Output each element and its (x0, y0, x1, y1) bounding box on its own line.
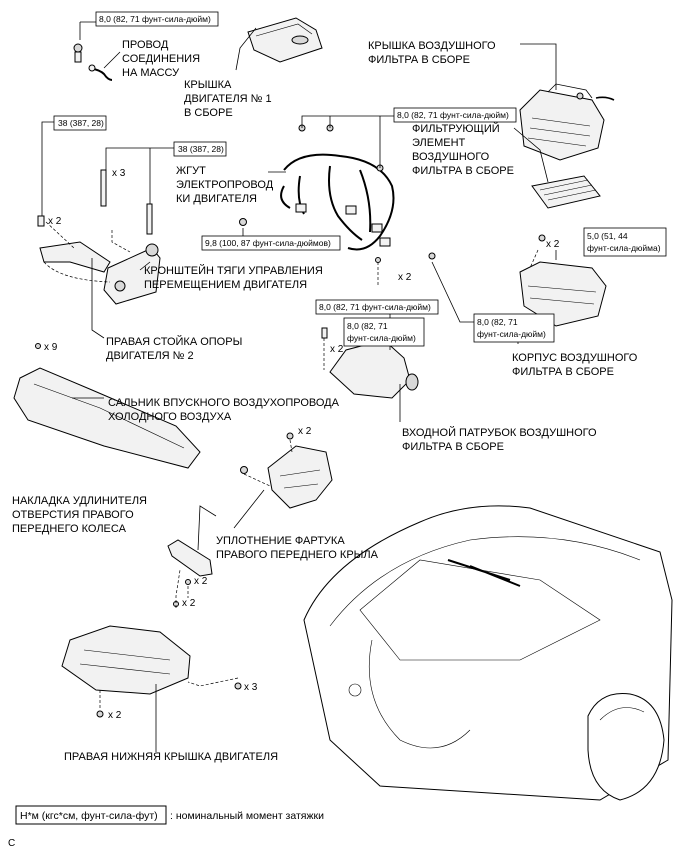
count-label: x 2 (298, 426, 312, 437)
count-label: x 2 (330, 344, 344, 355)
label-filter-element: ФИЛЬТРУЮЩИЙ ЭЛЕМЕНТ ВОЗДУШНОГО ФИЛЬТРА В… (412, 122, 514, 177)
count-label: x 2 (398, 272, 412, 283)
torque-box-harness-top: 8,0 (82, 71 фунт-сила-дюйм) (393, 107, 517, 123)
label-inlet-duct: ВХОДНОЙ ПАТРУБОК ВОЗДУШНОГО ФИЛЬТРА В СБ… (402, 426, 600, 453)
air-filter-case-drawing (519, 234, 607, 327)
count-label: x 2 (108, 710, 122, 721)
torque-rod-bracket-drawing (100, 169, 161, 305)
label-wire-harness: ЖГУТ ЭЛЕКТРОПРОВОД КИ ДВИГАТЕЛЯ (176, 165, 276, 205)
torque-box-38-left: 38 (387, 28) (53, 115, 107, 131)
torque-box-right: 8,0 (82, 71 фунт-сила-дюйм) (473, 313, 555, 343)
svg-text:8,0 (82, 71 фунт-сила-дю: 8,0 (82, 71 фунт-сила-дюйм) (347, 321, 416, 343)
svg-text:8,0 (82, 71 фунт-сила-дюйм): 8,0 (82, 71 фунт-сила-дюйм) (319, 302, 431, 312)
svg-text:8,0 (82, 71 фунт-сила-дю: 8,0 (82, 71 фунт-сила-дюйм) (477, 317, 546, 339)
svg-text:8,0 (82, 71 фунт-сила-дюйм): 8,0 (82, 71 фунт-сила-дюйм) (99, 14, 211, 24)
label-engine-cover: КРЫШКА ДВИГАТЕЛЯ № 1 В СБОРЕ (184, 79, 275, 119)
svg-text:9,8 (100, 87 фунт-сила-дюймов): 9,8 (100, 87 фунт-сила-дюймов) (205, 238, 331, 248)
inlet-duct-drawing (321, 327, 419, 399)
count-label: x 3 (244, 682, 258, 693)
torque-box-mid: 8,0 (82, 71 фунт-сила-дюйм) (315, 299, 439, 315)
leader-lines (41, 21, 557, 752)
label-torque-rod-bracket: КРОНШТЕЙН ТЯГИ УПРАВЛЕНИЯ ПЕРЕМЕЩЕНИЕМ Д… (144, 264, 326, 291)
label-air-filter-case: КОРПУС ВОЗДУШНОГО ФИЛЬТРА В СБОРЕ (512, 352, 640, 378)
label-cool-air-seal: САЛЬНИК ВПУСКНОГО ВОЗДУХОПРОВОДА ХОЛОДНО… (108, 397, 342, 423)
extension-pad-drawing (167, 539, 213, 607)
label-fender-seal: УПЛОТНЕНИЕ ФАРТУКА ПРАВОГО ПЕРЕДНЕГО КРЫ… (216, 535, 379, 561)
torque-box-ground: 8,0 (82, 71 фунт-сила-дюйм) (95, 11, 219, 27)
under-cover-drawing (61, 625, 242, 718)
label-under-cover: ПРАВАЯ НИЖНЯЯ КРЫШКА ДВИГАТЕЛЯ (64, 751, 278, 763)
air-filter-cap-drawing (519, 83, 615, 161)
torque-box-9-8: 9,8 (100, 87 фунт-сила-дюймов) (201, 235, 341, 251)
svg-text:5,0 (51, 44 фунт-сила-дю: 5,0 (51, 44 фунт-сила-дюйма) (587, 231, 661, 253)
engine-cover-drawing (247, 17, 323, 63)
car-front-drawing (303, 505, 673, 801)
legend-text: : номинальный момент затяжки (170, 810, 324, 822)
count-label: x 2 (182, 598, 196, 609)
svg-text:8,0 (82, 71 фунт-сила-дюйм): 8,0 (82, 71 фунт-сила-дюйм) (397, 110, 509, 120)
count-label: x 3 (112, 168, 126, 179)
legend-box-text: Н*м (кгс*см, фунт-сила-фут) (20, 810, 158, 822)
count-label: x 2 (546, 239, 560, 250)
label-extension-pad: НАКЛАДКА УДЛИНИТЕЛЯ ОТВЕРСТИЯ ПРАВОГО ПЕ… (12, 495, 150, 535)
label-mount-stay: ПРАВАЯ СТОЙКА ОПОРЫ ДВИГАТЕЛЯ № 2 (106, 335, 245, 362)
cool-air-seal-drawing (13, 343, 201, 469)
count-label: x 9 (44, 342, 58, 353)
label-air-filter-cap: КРЫШКА ВОЗДУШНОГО ФИЛЬТРА В СБОРЕ (368, 40, 499, 66)
count-label: x 2 (48, 216, 62, 227)
svg-text:38 (387, 28): 38 (387, 28) (178, 144, 224, 154)
torque-legend: Н*м (кгс*см, фунт-сила-фут) : номинальны… (15, 805, 324, 825)
torque-box-case: 5,0 (51, 44 фунт-сила-дюйма) (583, 227, 667, 257)
filter-element-drawing (531, 175, 601, 209)
fender-seal-drawing (240, 432, 333, 509)
figure-code: C (8, 838, 15, 849)
count-label: x 2 (194, 576, 208, 587)
torque-box-38-right: 38 (387, 28) (173, 141, 227, 157)
ground-wire-drawing (73, 43, 113, 81)
torque-box-duct: 8,0 (82, 71 фунт-сила-дюйм) (343, 317, 425, 347)
svg-text:38 (387, 28): 38 (387, 28) (58, 118, 104, 128)
label-ground-wire: ПРОВОД СОЕДИНЕНИЯ НА МАССУ (122, 39, 203, 79)
